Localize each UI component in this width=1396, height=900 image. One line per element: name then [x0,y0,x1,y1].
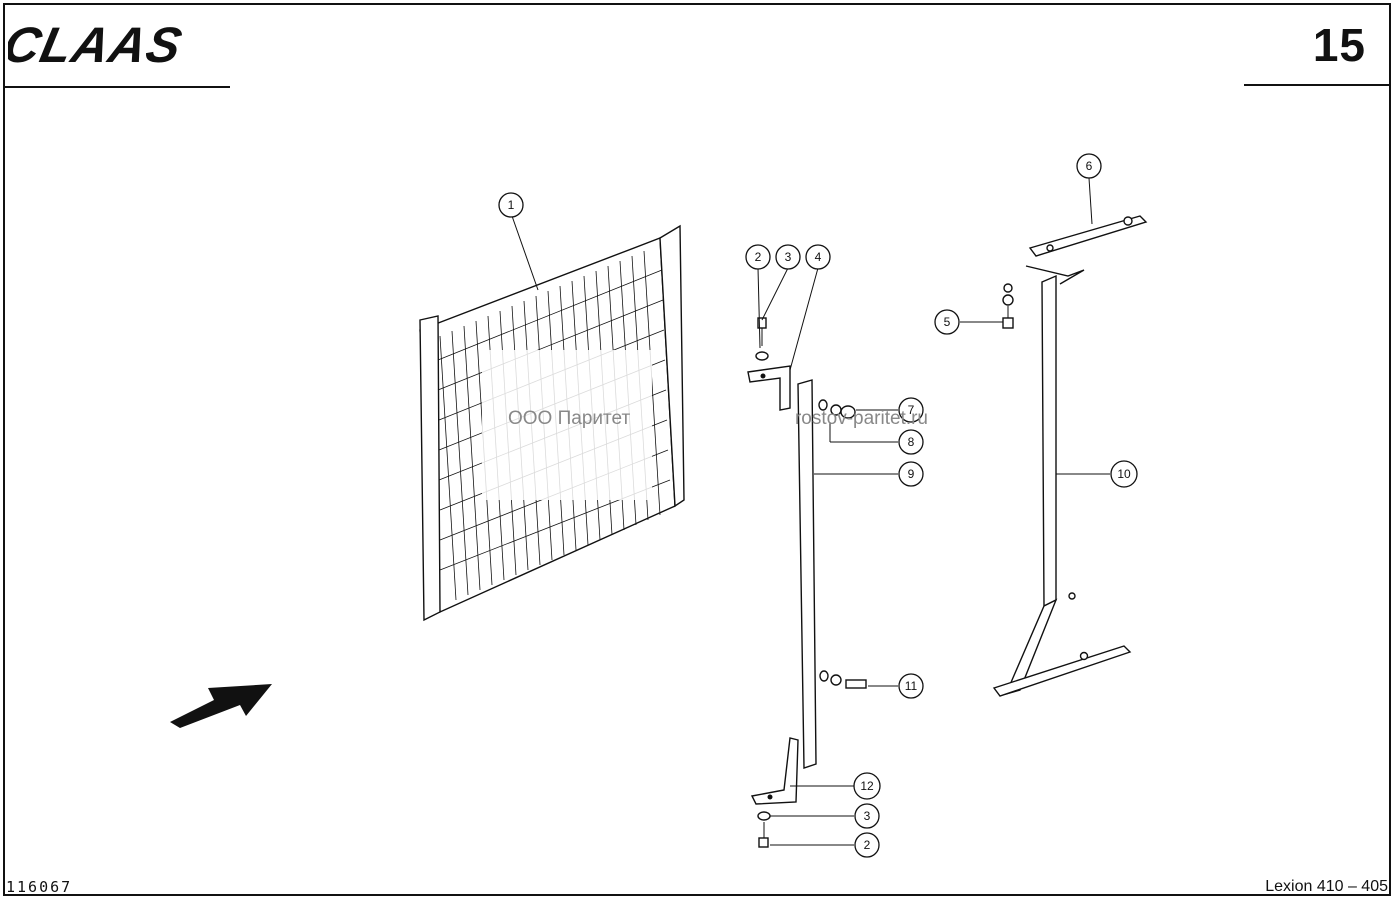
svg-text:2: 2 [755,250,762,264]
svg-text:4: 4 [815,250,822,264]
plate-part-6 [1028,215,1148,257]
callout-7: 7 [898,397,924,423]
model-label: Lexion 410 – 405 [1265,878,1388,895]
callout-3-top: 3 [775,244,801,270]
support-part-10 [992,265,1132,697]
bracket-part-12 [750,737,799,805]
svg-text:5: 5 [944,315,951,329]
watermark-company: ООО Паритет [508,408,631,429]
callout-6: 6 [1076,153,1102,179]
bracket-part-4 [747,365,791,411]
nut-washer-parts-7-8 [818,399,856,419]
strut-part-9 [797,379,817,769]
callout-9: 9 [898,461,924,487]
callout-2-top: 2 [745,244,771,270]
svg-text:3: 3 [864,809,871,823]
svg-text:8: 8 [908,435,915,449]
leader-lines [511,177,1110,846]
svg-text:7: 7 [908,403,915,417]
callout-5: 5 [934,309,960,335]
page-number: 15 [1312,19,1366,71]
svg-text:1: 1 [508,198,515,212]
claas-logo: CLAAS [0,17,240,74]
callout-10: 10 [1110,460,1138,488]
logo-underline [4,86,230,88]
svg-text:12: 12 [860,779,874,793]
bolt-part-11 [819,670,867,689]
bolt-part-5 [1002,283,1014,329]
watermark: ООО Паритет rostov-paritet.ru [508,408,928,430]
callout-2-bottom: 2 [854,832,880,858]
page-frame [3,3,1391,896]
svg-text:11: 11 [905,679,918,693]
callout-11: 11 [898,673,924,699]
brand-text: CLAAS [8,18,187,73]
callout-3-bottom: 3 [854,803,880,829]
bolt-part-3-top [755,317,769,361]
svg-text:10: 10 [1117,467,1131,481]
svg-text:3: 3 [785,250,792,264]
callout-1: 1 [498,192,524,218]
radiator-core [419,224,685,622]
direction-arrow-icon [170,684,272,728]
svg-text:9: 9 [908,467,915,481]
svg-text:2: 2 [864,838,871,852]
page-number-underline [1244,84,1390,86]
claas-logo-mark: CLAAS [0,17,187,73]
document-number: 116067 [6,878,73,896]
svg-text:6: 6 [1086,159,1093,173]
bolt-part-2-bottom [757,811,771,848]
callout-4: 4 [805,244,831,270]
watermark-site: rostov-paritet.ru [794,408,928,429]
callout-8: 8 [898,429,924,455]
callout-12: 12 [853,772,881,800]
